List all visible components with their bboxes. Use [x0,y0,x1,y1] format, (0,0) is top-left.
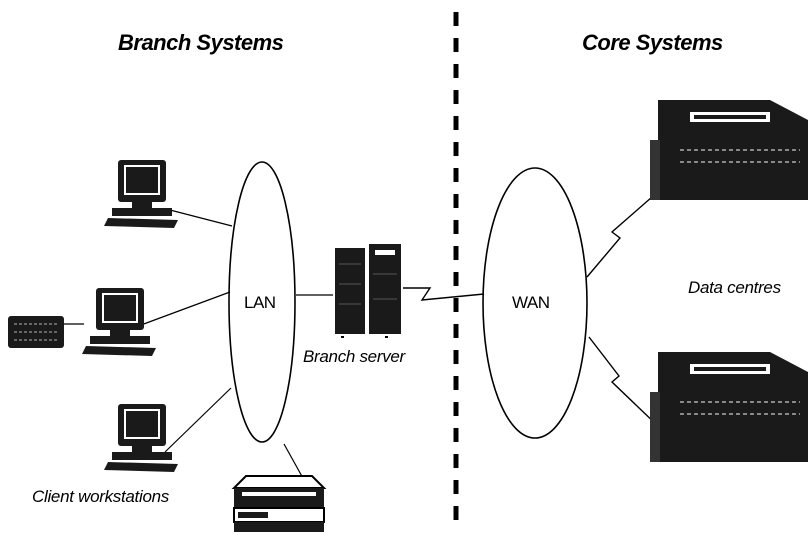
wan-datacentre-link-top [586,189,661,278]
data-centres-label: Data centres [688,278,781,297]
server-icon [335,244,401,338]
modem-icon [8,316,64,348]
lan-label: LAN [244,293,276,312]
mainframe-icon [650,352,808,462]
wan-label: WAN [512,293,550,312]
computer-icon [82,288,156,356]
computer-icon [104,404,178,472]
branch-systems-title: Branch Systems [118,30,284,55]
lan-links [64,209,333,481]
core-systems-title: Core Systems [582,30,723,55]
mainframe-icon [650,100,808,200]
client-workstations-label: Client workstations [32,487,169,506]
branch-server-label: Branch server [303,347,405,366]
computer-icon [104,160,178,228]
wan-ellipse [482,167,588,439]
printer-icon [231,475,327,532]
server-wan-link [403,287,485,301]
lan-ellipse [228,161,296,443]
wan-datacentre-link-bottom [588,336,661,429]
